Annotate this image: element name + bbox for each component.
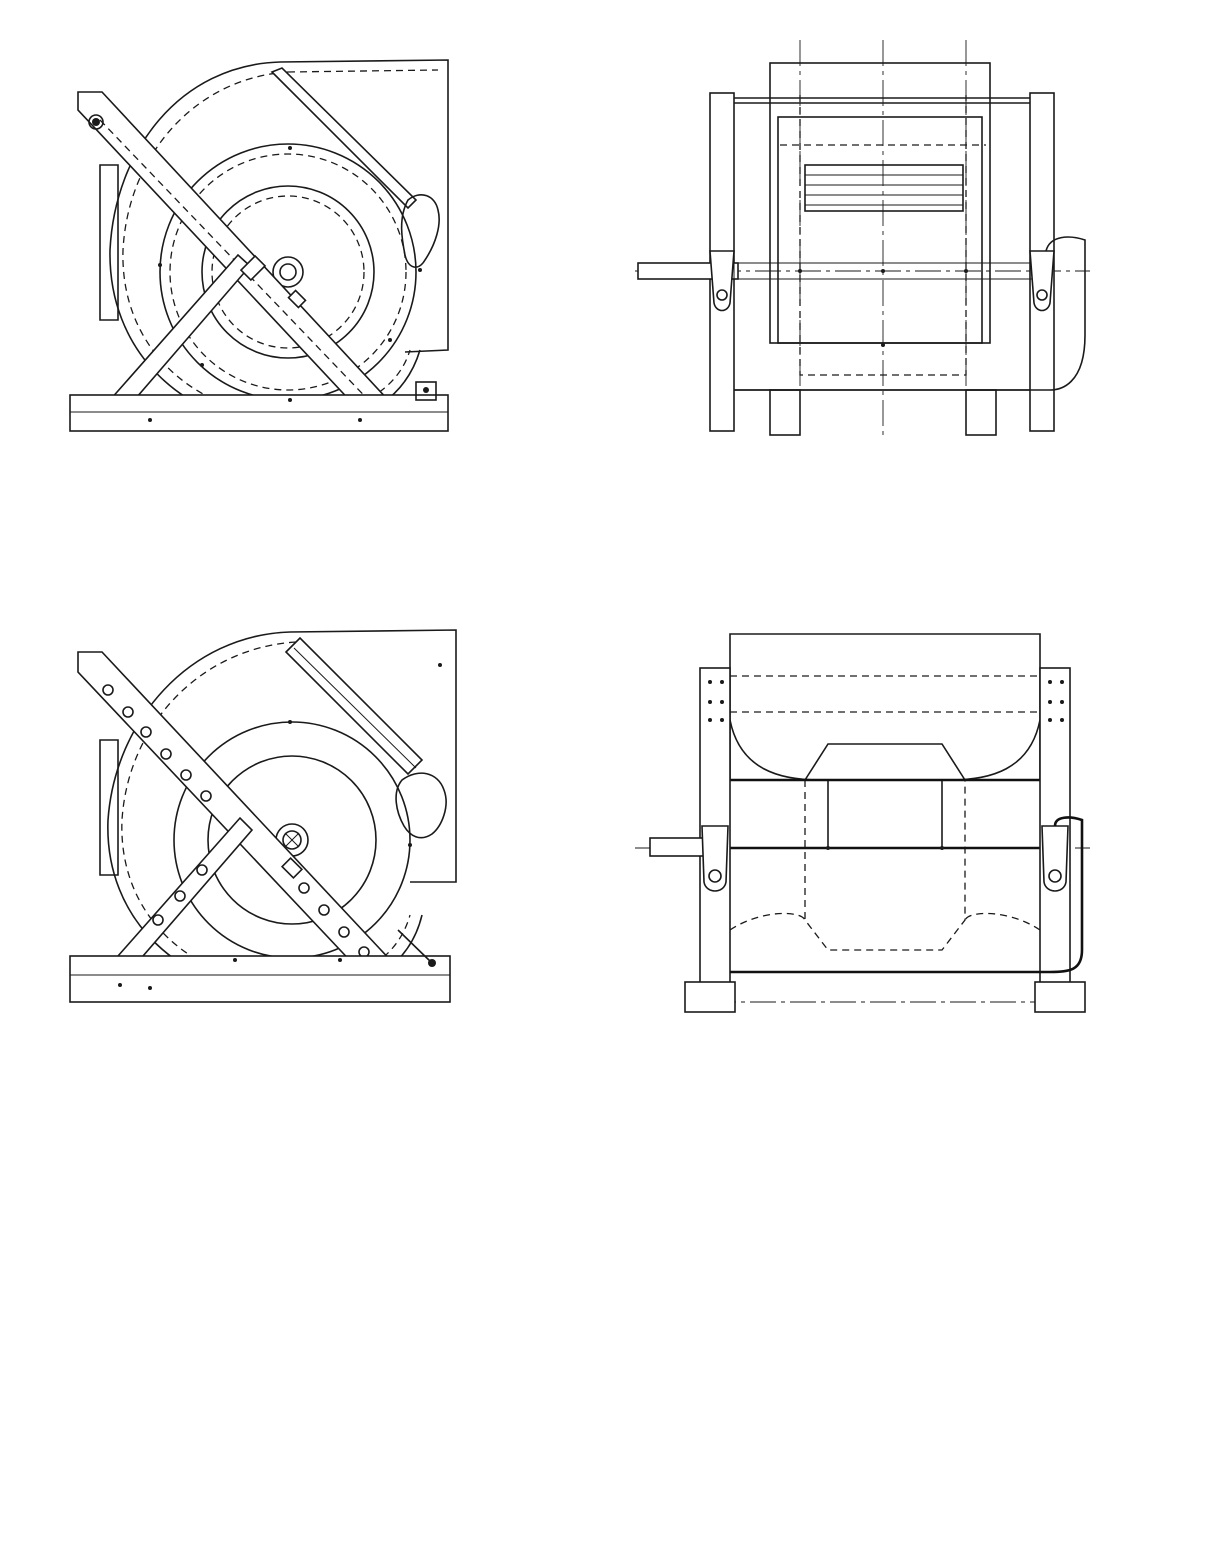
lower-curve-dashed bbox=[730, 913, 1040, 930]
outlet-body bbox=[828, 780, 942, 848]
blower-front-view-top bbox=[630, 35, 1100, 445]
rivet bbox=[418, 268, 422, 272]
rivet bbox=[964, 269, 968, 273]
rivet bbox=[288, 398, 292, 402]
rivet bbox=[148, 986, 152, 990]
left-bearing bbox=[710, 251, 734, 311]
right-foot bbox=[966, 390, 996, 435]
housing-scroll-dashed bbox=[123, 70, 438, 416]
housing-front-inner bbox=[778, 117, 982, 343]
rivet bbox=[798, 269, 802, 273]
post-dot bbox=[1048, 718, 1052, 722]
inlet-dashed bbox=[805, 780, 965, 950]
base-rail bbox=[70, 395, 448, 431]
upper-right-strap bbox=[272, 68, 416, 208]
rivet bbox=[118, 983, 122, 987]
rivet bbox=[388, 338, 392, 342]
strap-end-blob bbox=[396, 773, 446, 838]
blower-side-view-top bbox=[60, 50, 460, 440]
outlet-trapezoid bbox=[805, 744, 965, 780]
rivet bbox=[233, 958, 237, 962]
strap-line bbox=[294, 648, 416, 768]
rivet bbox=[338, 958, 342, 962]
wheel-outer-dashed bbox=[170, 154, 406, 390]
hub-inner bbox=[280, 264, 296, 280]
rivet bbox=[408, 843, 412, 847]
right-foot bbox=[1035, 982, 1085, 1012]
housing-scroll-outline bbox=[110, 60, 448, 428]
arm-bolt bbox=[92, 118, 100, 126]
rivet bbox=[158, 263, 162, 267]
post-dot bbox=[1048, 700, 1052, 704]
outlet-louver bbox=[805, 165, 963, 211]
rivet bbox=[288, 146, 292, 150]
post-dot bbox=[708, 700, 712, 704]
right-bearing bbox=[1030, 251, 1054, 311]
post-dot bbox=[1060, 700, 1064, 704]
housing-front bbox=[770, 63, 990, 343]
post-dot bbox=[720, 680, 724, 684]
rivet bbox=[881, 343, 885, 347]
base-rail bbox=[70, 956, 450, 1002]
blower-front-view-bottom-svg bbox=[630, 620, 1100, 1020]
blower-side-view-bottom-svg bbox=[60, 620, 460, 1010]
post-dot bbox=[1060, 718, 1064, 722]
blower-front-view-top-svg bbox=[630, 35, 1100, 445]
post-dot bbox=[708, 718, 712, 722]
base-dot bbox=[423, 387, 429, 393]
rivet bbox=[826, 846, 830, 850]
conduit-loop bbox=[730, 818, 1082, 972]
housing-band-dashed bbox=[730, 676, 1040, 712]
wheel-outer bbox=[160, 144, 416, 400]
blower-front-view-bottom bbox=[630, 620, 1100, 1020]
blower-side-view-top-svg bbox=[60, 50, 460, 440]
rivet bbox=[940, 846, 944, 850]
rivet bbox=[881, 269, 885, 273]
rivet bbox=[288, 720, 292, 724]
post-dot bbox=[708, 680, 712, 684]
post-dot bbox=[720, 718, 724, 722]
rivet bbox=[438, 663, 442, 667]
scroll-curve bbox=[730, 720, 1040, 780]
left-foot bbox=[685, 982, 735, 1012]
housing-scroll-dashed bbox=[122, 642, 410, 985]
rivet bbox=[148, 418, 152, 422]
blower-side-view-bottom bbox=[60, 620, 460, 1010]
rivet bbox=[358, 418, 362, 422]
post-dot bbox=[720, 700, 724, 704]
post-dot bbox=[1048, 680, 1052, 684]
post-dot bbox=[1060, 680, 1064, 684]
housing-scroll-outline bbox=[108, 630, 456, 996]
left-foot bbox=[770, 390, 800, 435]
housing-front bbox=[730, 634, 1040, 780]
rivet bbox=[200, 363, 204, 367]
